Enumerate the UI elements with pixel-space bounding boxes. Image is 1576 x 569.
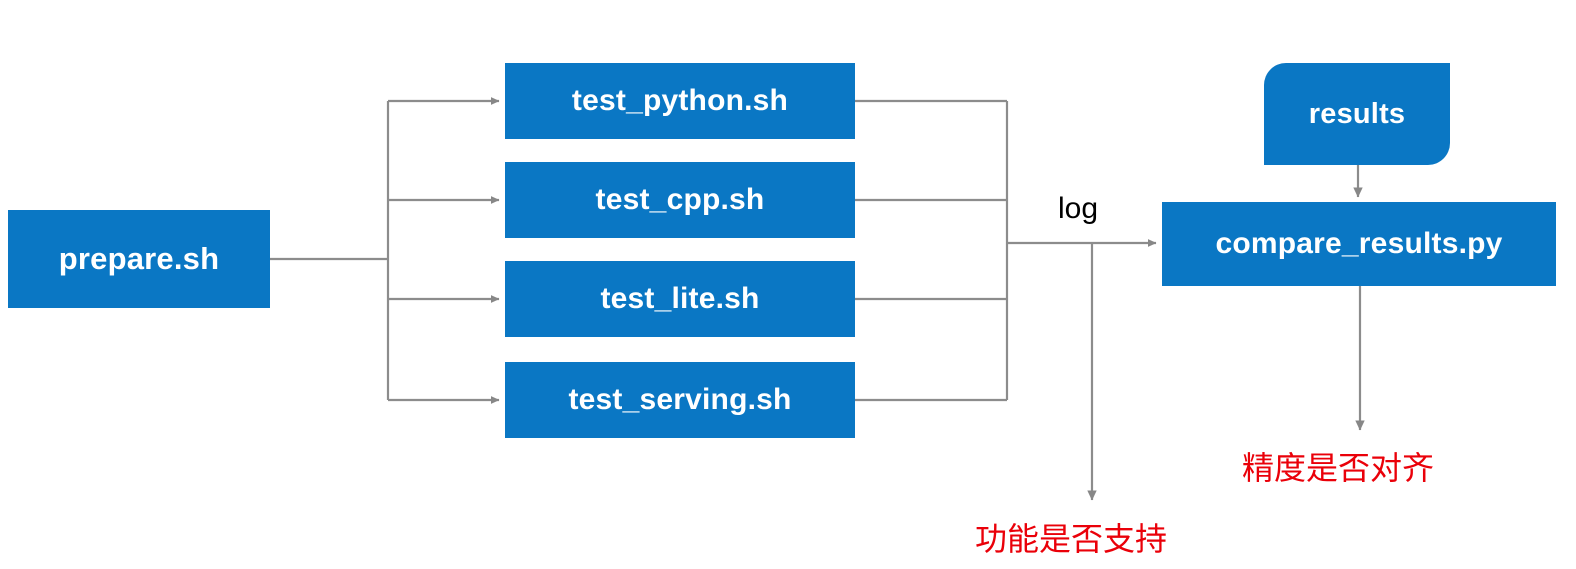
node-compare-results-py[interactable]: compare_results.py	[1162, 202, 1556, 286]
node-test-serving-sh[interactable]: test_serving.sh	[505, 362, 855, 438]
node-test-python-sh[interactable]: test_python.sh	[505, 63, 855, 139]
node-results[interactable]: results	[1264, 63, 1450, 165]
edge-label-log: log	[1058, 192, 1099, 225]
node-test-cpp-sh[interactable]: test_cpp.sh	[505, 162, 855, 238]
note-accuracy-aligned: 精度是否对齐	[1242, 449, 1435, 487]
note-feature-support: 功能是否支持	[975, 520, 1168, 558]
node-prepare-sh[interactable]: prepare.sh	[8, 210, 270, 308]
node-test-lite-sh[interactable]: test_lite.sh	[505, 261, 855, 337]
